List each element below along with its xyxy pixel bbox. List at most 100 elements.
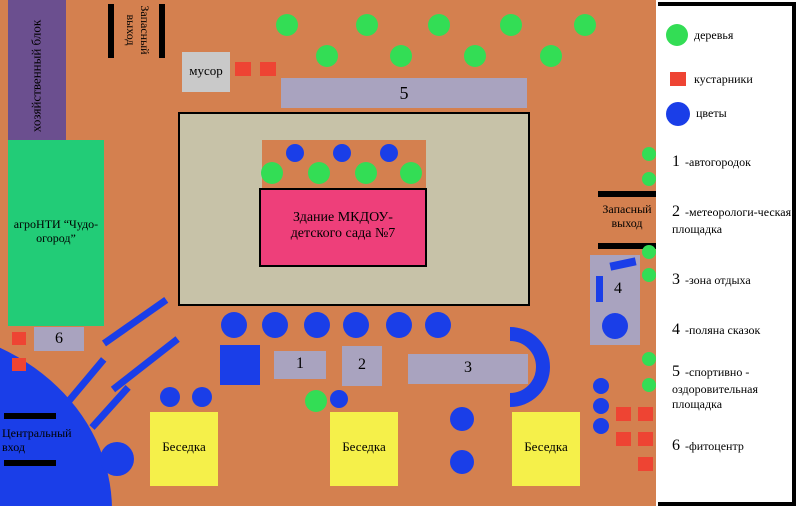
spare-exit-top-label: Запасный выход xyxy=(124,5,152,55)
legend-tree-swatch xyxy=(666,24,688,46)
path-stripe xyxy=(89,385,131,430)
legend-item-1: 1 -автогородок xyxy=(672,152,792,172)
flower-marker xyxy=(593,398,609,414)
flower-marker xyxy=(602,313,628,339)
tree-marker xyxy=(574,14,596,36)
spare-exit-right-label: Запасный выход xyxy=(602,202,652,230)
utility-block-label: хозяйственный блок xyxy=(28,19,44,133)
tree-marker xyxy=(356,14,378,36)
flower-marker xyxy=(262,312,288,338)
zone-3-arc xyxy=(509,327,550,407)
legend-item-3: 3 -зона отдыха xyxy=(672,270,792,290)
tree-marker xyxy=(308,162,330,184)
zone-5-number: 5 xyxy=(399,83,409,103)
central-entrance-label: Центральный вход xyxy=(2,426,72,454)
zone-1-number: 1 xyxy=(296,355,304,372)
central-entrance-bar-bottom xyxy=(4,460,56,466)
zone-2-meteo-area: 2 xyxy=(342,346,382,386)
legend-item-1-text: -автогородок xyxy=(685,155,751,169)
shrub-marker xyxy=(616,432,631,446)
tree-marker xyxy=(400,162,422,184)
tree-marker xyxy=(642,268,656,282)
legend-panel: деревья кустарники цветы 1 -автогородок … xyxy=(658,2,796,506)
tree-marker xyxy=(355,162,377,184)
tree-marker xyxy=(642,245,656,259)
tree-marker xyxy=(276,14,298,36)
legend-item-4-text: -поляна сказок xyxy=(685,323,761,337)
legend-item-2-number: 2 xyxy=(672,203,680,220)
legend-item-3-text: -зона отдыха xyxy=(685,273,751,287)
shrub-marker xyxy=(235,62,251,76)
zone-6-label-box: 6 xyxy=(34,327,84,351)
tree-marker xyxy=(642,378,656,392)
legend-item-3-number: 3 xyxy=(672,271,680,288)
map-bottom-border xyxy=(0,506,656,514)
zone-5-sports-area: 5 xyxy=(281,78,527,108)
tree-marker xyxy=(316,45,338,67)
shrub-marker xyxy=(638,432,653,446)
flower-marker xyxy=(100,442,134,476)
legend-item-6: 6 -фитоцентр xyxy=(672,436,792,456)
legend-shrubs-label: кустарники xyxy=(694,72,753,86)
spare-exit-top-bar-right xyxy=(159,4,165,58)
legend-item-6-text: -фитоцентр xyxy=(685,439,744,453)
tree-marker xyxy=(305,390,327,412)
legend-flower-swatch xyxy=(666,102,690,126)
flower-marker xyxy=(192,387,212,407)
flower-marker xyxy=(450,407,474,431)
flower-marker xyxy=(343,312,369,338)
shrub-marker xyxy=(616,407,631,421)
flower-marker xyxy=(593,378,609,394)
flower-marker xyxy=(593,418,609,434)
tree-marker xyxy=(642,172,656,186)
flower-marker xyxy=(304,312,330,338)
agro-garden-label: агроНТИ “Чудо-огород” xyxy=(13,217,99,245)
legend-trees-label: деревья xyxy=(694,28,734,42)
zone-1-auto-town: 1 xyxy=(274,351,326,379)
legend-item-5-text: -спортивно - оздоровительная площадка xyxy=(672,365,759,411)
legend-shrub-swatch xyxy=(670,72,686,86)
kindergarten-building: Здание МКДОУ-детского сада №7 xyxy=(259,188,427,267)
spare-exit-right-bar-bottom xyxy=(598,243,656,249)
zone-3-number: 3 xyxy=(464,359,472,376)
zone-3-rest-area: 3 xyxy=(408,354,528,384)
legend-item-5-number: 5 xyxy=(672,363,680,380)
path-stripe xyxy=(57,357,107,414)
flower-marker xyxy=(386,312,412,338)
legend-item-2-text: -метеорологи-ческая площадка xyxy=(672,205,792,236)
legend-item-2: 2 -метеорологи-ческая площадка xyxy=(672,202,792,237)
spare-exit-top-bar-left xyxy=(108,4,114,58)
legend-item-1-number: 1 xyxy=(672,153,680,170)
tree-marker xyxy=(464,45,486,67)
flower-marker xyxy=(221,312,247,338)
agro-garden: агроНТИ “Чудо-огород” xyxy=(8,140,104,326)
legend-flowers-label: цветы xyxy=(696,106,727,120)
legend-item-4-number: 4 xyxy=(672,321,680,338)
central-entrance-bar-top xyxy=(4,413,56,419)
flower-marker xyxy=(450,450,474,474)
zone-4-number: 4 xyxy=(614,280,622,297)
flower-marker xyxy=(160,387,180,407)
shrub-marker xyxy=(638,457,653,471)
tree-marker xyxy=(642,352,656,366)
tree-marker xyxy=(261,162,283,184)
utility-block: хозяйственный блок xyxy=(8,0,66,153)
tree-marker xyxy=(390,45,412,67)
garbage-area: мусор xyxy=(182,52,230,92)
shrub-marker xyxy=(260,62,276,76)
flower-marker xyxy=(330,390,348,408)
path-stripe xyxy=(110,336,180,393)
path-stripe xyxy=(101,297,169,347)
zone-2-number: 2 xyxy=(358,356,366,373)
tree-marker xyxy=(540,45,562,67)
tree-marker xyxy=(428,14,450,36)
shrub-marker xyxy=(638,407,653,421)
shrub-marker xyxy=(12,358,26,371)
flower-marker xyxy=(380,144,398,162)
legend-item-4: 4 -поляна сказок xyxy=(672,320,792,340)
zone-6-number: 6 xyxy=(55,330,63,347)
gazebo-2: Беседка xyxy=(330,412,398,486)
legend-item-5: 5 -спортивно - оздоровительная площадка xyxy=(672,362,792,412)
zone-4-bench xyxy=(596,276,603,302)
tree-marker xyxy=(500,14,522,36)
